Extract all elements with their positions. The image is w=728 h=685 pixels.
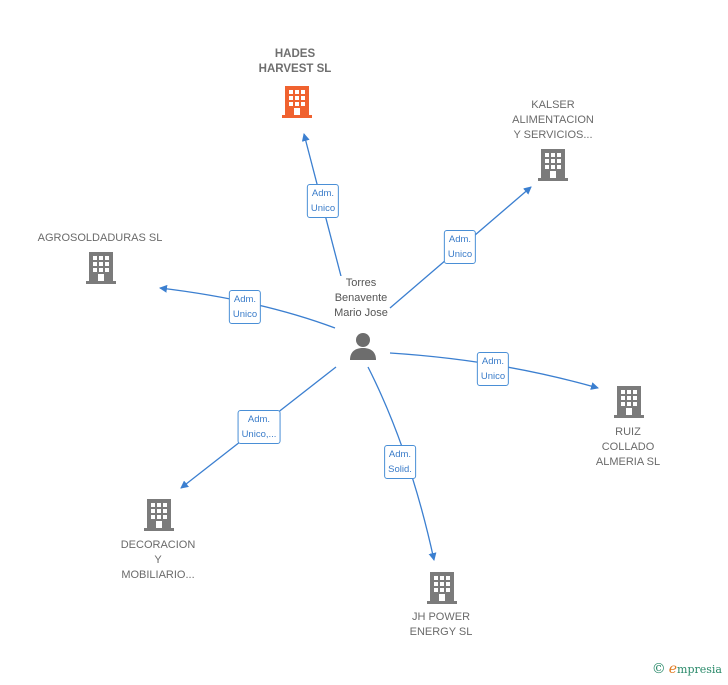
center-person-name-line-2: Benavente xyxy=(334,292,388,304)
edge-role-label-deco[interactable]: Adm. Unico,... xyxy=(237,410,281,444)
company-label-jh[interactable]: JH POWER ENERGY SL xyxy=(410,610,473,640)
company-label-line: HADES xyxy=(274,48,316,60)
edge-role-text: Adm. xyxy=(388,449,412,460)
edge-role-label-ruiz[interactable]: Adm. Unico xyxy=(476,352,510,386)
company-label-line: ALMERIA SL xyxy=(595,456,661,468)
brand-watermark: ©empresia xyxy=(652,661,722,677)
company-building-icon-jh[interactable] xyxy=(427,570,457,609)
company-building-icon-ruiz[interactable] xyxy=(614,384,644,423)
edge-role-label-agro[interactable]: Adm. Unico xyxy=(228,290,262,324)
company-label-line: COLLADO xyxy=(601,441,655,453)
edge-role-text: Adm. xyxy=(311,188,335,199)
person-icon[interactable] xyxy=(347,330,379,362)
company-label-kalser[interactable]: KALSER ALIMENTACION Y SERVICIOS... xyxy=(512,98,594,143)
company-label-ruiz[interactable]: RUIZ COLLADO ALMERIA SL xyxy=(596,425,660,470)
company-building-icon-agro[interactable] xyxy=(86,250,116,289)
center-person-name-line-1: Torres xyxy=(345,277,377,289)
edge-role-text: Adm. xyxy=(481,356,505,367)
company-label-line: Y xyxy=(154,554,162,566)
edge-role-text: Unico xyxy=(447,249,473,260)
center-person-name-line-3: Mario Jose xyxy=(334,307,388,319)
edge-role-label-kalser[interactable]: Adm. Unico xyxy=(443,230,477,264)
company-label-line: ENERGY SL xyxy=(409,626,473,638)
company-label-line: AGROSOLDADURAS SL xyxy=(37,232,163,244)
center-person-label[interactable]: Torres Benavente Mario Jose xyxy=(334,276,388,321)
edge-role-text: Unico xyxy=(232,309,258,320)
company-building-icon-hades[interactable] xyxy=(282,84,312,123)
company-label-line: KALSER xyxy=(531,99,575,111)
edge-role-text: Adm. xyxy=(233,294,257,305)
company-label-hades[interactable]: HADES HARVEST SL xyxy=(259,47,332,77)
company-label-line: MOBILIARIO... xyxy=(121,569,195,581)
company-building-icon-deco[interactable] xyxy=(144,497,174,536)
company-label-line: HARVEST SL xyxy=(258,63,332,75)
copyright-symbol: © xyxy=(651,661,666,677)
company-label-line: JH POWER xyxy=(411,611,471,623)
brand-logo-letter: e xyxy=(668,661,678,677)
company-label-line: Y SERVICIOS... xyxy=(513,129,593,141)
edge-role-text: Solid. xyxy=(388,464,412,475)
company-label-line: RUIZ xyxy=(615,426,641,438)
edge-role-text: Unico xyxy=(310,203,336,214)
company-label-line: DECORACION xyxy=(120,539,196,551)
edge-role-label-jh[interactable]: Adm. Solid. xyxy=(384,445,416,479)
edge-role-text: Adm. xyxy=(448,234,472,245)
company-label-agro[interactable]: AGROSOLDADURAS SL xyxy=(38,231,163,246)
edge-role-text: Unico,... xyxy=(241,429,277,440)
edge-role-text: Adm. xyxy=(247,414,271,425)
company-label-deco[interactable]: DECORACION Y MOBILIARIO... xyxy=(121,538,196,583)
company-building-icon-kalser[interactable] xyxy=(538,147,568,186)
edge-role-label-hades[interactable]: Adm. Unico xyxy=(306,184,340,218)
brand-name: mpresia xyxy=(677,663,722,676)
edge-role-text: Unico xyxy=(480,371,506,382)
company-label-line: ALIMENTACION xyxy=(512,114,594,126)
